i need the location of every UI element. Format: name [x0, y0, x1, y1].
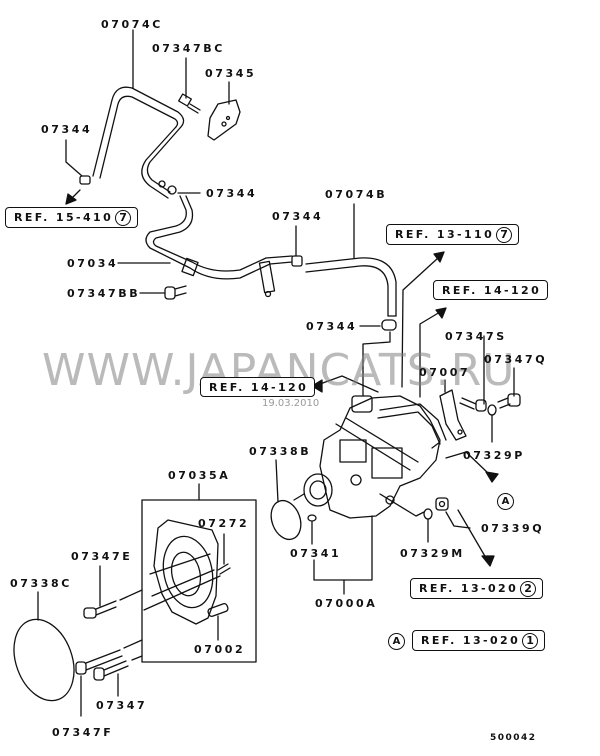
ref-text: REF. 13-020: [421, 634, 521, 647]
part-label-07034[interactable]: 07034: [67, 257, 119, 270]
part-label-07345[interactable]: 07345: [205, 67, 257, 80]
clamp-07344-lower[interactable]: [359, 319, 397, 397]
arrowhead: [485, 471, 499, 483]
arrowhead: [433, 251, 445, 263]
part-label-07347s[interactable]: 07347S: [445, 330, 507, 343]
washer-07329p[interactable]: [487, 404, 497, 443]
part-label-07035a[interactable]: 07035A: [168, 469, 231, 482]
nut-07339q[interactable]: [435, 497, 487, 559]
bolt-07347[interactable]: [93, 655, 143, 697]
pipe-07034[interactable]: [145, 195, 293, 298]
part-label-07344-lower[interactable]: 07344: [306, 320, 358, 333]
pin-07002[interactable]: [207, 603, 229, 641]
o-ring-07338c[interactable]: [3, 591, 84, 709]
clamp-07344-right[interactable]: [291, 225, 303, 267]
ref-box-14-120-left[interactable]: REF. 14-120: [200, 377, 316, 397]
arrowhead: [65, 193, 77, 205]
ref-text: REF. 14-120: [442, 284, 542, 297]
date-stamp: 19.03.2010: [262, 398, 320, 409]
part-label-07074b[interactable]: 07074B: [325, 188, 388, 201]
ref-text: REF. 13-020: [419, 582, 519, 595]
leader-07000a: [313, 515, 373, 581]
ref-circle-number: 7: [496, 227, 513, 243]
ref-circle-number: 1: [522, 633, 539, 649]
part-label-07329m[interactable]: 07329M: [400, 547, 465, 560]
bolt-07347e[interactable]: [83, 565, 143, 619]
clamp-07344-mid[interactable]: [158, 180, 201, 195]
arrowhead: [311, 379, 323, 393]
leader-ref-14-120-left: [319, 375, 379, 393]
pump-cover-07035a[interactable]: [141, 483, 257, 663]
arrowhead: [481, 555, 495, 567]
injection-pump-07000a[interactable]: [293, 395, 447, 519]
bolt-07347q[interactable]: [497, 367, 521, 409]
leader-ref-14-120-right: [419, 311, 441, 398]
part-label-07000a[interactable]: 07000A: [315, 597, 378, 610]
bracket-07345[interactable]: [207, 81, 241, 141]
clamp-07344-left[interactable]: [65, 139, 91, 185]
part-label-07344-mid[interactable]: 07344: [206, 187, 258, 200]
connector-marker-a-legend: A: [388, 633, 405, 650]
part-label-07007[interactable]: 07007: [419, 366, 471, 379]
ref-text: REF. 15-410: [14, 211, 114, 224]
part-label-07347f[interactable]: 07347F: [52, 726, 114, 739]
leader-to-marker-a: [445, 451, 490, 475]
ref-circle-number: 2: [520, 581, 537, 597]
bolt-07347bb[interactable]: [139, 285, 187, 300]
stud-07272[interactable]: [217, 533, 231, 575]
part-label-07338b[interactable]: 07338B: [249, 445, 312, 458]
part-label-07338c[interactable]: 07338C: [10, 577, 72, 590]
part-label-07347bb[interactable]: 07347BB: [67, 287, 141, 300]
part-label-07347[interactable]: 07347: [96, 699, 148, 712]
hose-07074c[interactable]: [92, 86, 185, 199]
drawing-code: 500042: [490, 733, 537, 743]
bracket-07007[interactable]: [431, 379, 467, 449]
key-07341[interactable]: [307, 514, 317, 545]
part-label-07347bc[interactable]: 07347BC: [152, 42, 225, 55]
hose-07074b[interactable]: [305, 203, 397, 317]
part-label-07074c[interactable]: 07074C: [101, 18, 163, 31]
part-label-07347q[interactable]: 07347Q: [484, 353, 548, 366]
bolt-07347f[interactable]: [75, 639, 143, 717]
leader-ref-13-110: [401, 257, 439, 388]
bolt-07347bc[interactable]: [178, 57, 201, 114]
ref-box-14-120-right[interactable]: REF. 14-120: [433, 280, 549, 300]
connector-marker-a: A: [497, 493, 514, 510]
ref-circle-number: 7: [115, 210, 132, 226]
arrowhead: [435, 307, 447, 319]
part-label-07002[interactable]: 07002: [194, 643, 246, 656]
o-ring-07338b[interactable]: [266, 459, 306, 544]
ref-text: REF. 13-110: [395, 228, 495, 241]
part-label-07272[interactable]: 07272: [198, 517, 250, 530]
part-label-07344-right[interactable]: 07344: [272, 210, 324, 223]
bolt-07347s[interactable]: [459, 335, 487, 412]
part-label-07329p[interactable]: 07329P: [463, 449, 525, 462]
part-label-07344-left[interactable]: 07344: [41, 123, 93, 136]
part-label-07347e[interactable]: 07347E: [71, 550, 133, 563]
part-label-07339q[interactable]: 07339Q: [481, 522, 545, 535]
washer-07329m[interactable]: [379, 493, 433, 543]
part-label-07341[interactable]: 07341: [290, 547, 342, 560]
ref-text: REF. 14-120: [209, 381, 309, 394]
